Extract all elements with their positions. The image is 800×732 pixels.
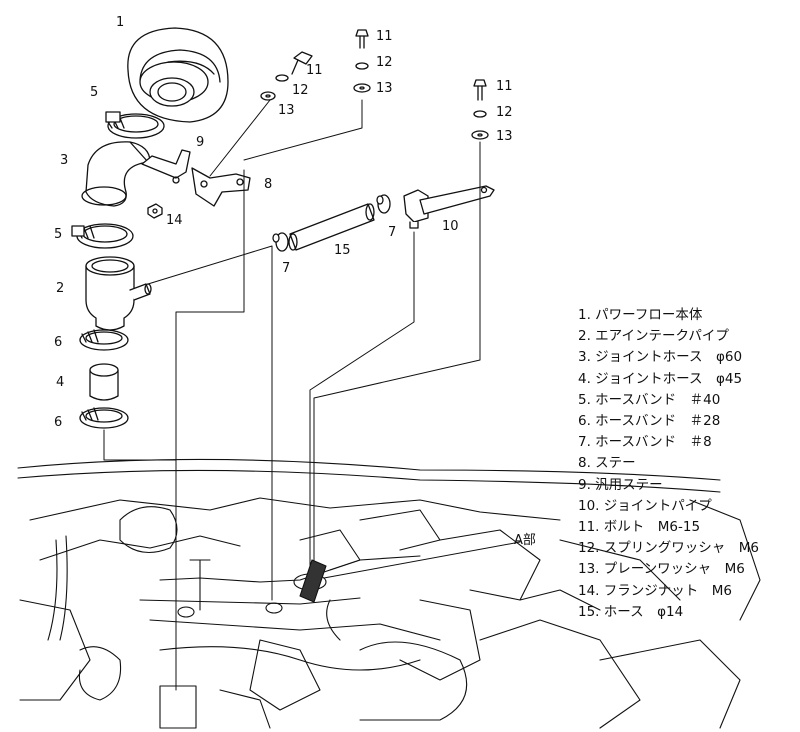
parts-list-item: 6. ホースバンド ＃28 — [578, 413, 721, 430]
callout-7-right: 7 — [388, 225, 396, 240]
parts-list-item: 3. ジョイントホース φ60 — [578, 349, 743, 366]
hose-band-8-left — [272, 232, 289, 252]
engine-bay-drawing — [17, 458, 761, 729]
parts-list-item: 2. エアインテークパイプ — [578, 328, 729, 345]
stay-bracket — [191, 167, 251, 207]
parts-list-item: 7. ホースバンド ＃8 — [578, 434, 712, 451]
parts-list-item: 10. ジョイントパイプ — [578, 497, 712, 514]
callout-7-left: 7 — [282, 261, 290, 276]
callout-13-right: 13 — [496, 129, 513, 144]
callout-13-middle: 13 — [376, 81, 393, 96]
parts-list-item: 1. パワーフロー本体 — [578, 307, 703, 323]
callout-10: 10 — [442, 219, 459, 234]
hose-band-28-lower — [79, 407, 129, 429]
callout-11-left: 11 — [306, 63, 323, 78]
callout-3: 3 — [60, 153, 68, 168]
callout-15: 15 — [334, 243, 351, 258]
callout-11-middle: 11 — [376, 29, 393, 44]
hose-14 — [288, 203, 375, 251]
callout-12-left: 12 — [292, 83, 309, 98]
parts-list-item: 13. プレーンワッシャ M6 — [578, 561, 745, 578]
parts-list: 1. パワーフロー本体 2. エアインテークパイプ 3. ジョイントホース φ60 4… — [578, 305, 759, 623]
callout-5-upper: 5 — [90, 85, 98, 100]
callout-14: 14 — [166, 213, 183, 228]
hose-band-28-upper — [79, 329, 129, 351]
detail-a-label: A部 — [514, 533, 536, 548]
parts-list-item: 9. 汎用ステー — [578, 476, 663, 493]
parts-list-item: 15. ホース φ14 — [578, 603, 684, 620]
bolt-set-left — [260, 51, 313, 101]
flange-nut — [147, 203, 163, 219]
parts-list-item: 12. スプリングワッシャ M6 — [578, 540, 759, 557]
callout-9: 9 — [196, 135, 204, 150]
parts-list-item: 14. フランジナット M6 — [578, 582, 732, 599]
bolt-set-right — [471, 79, 489, 140]
joint-hose-45 — [89, 363, 119, 401]
hose-band-8-right — [376, 194, 391, 214]
universal-stay — [141, 149, 191, 184]
callout-1: 1 — [116, 15, 124, 30]
joint-hose-60 — [81, 141, 151, 207]
parts-list-item: 11. ボルト M6-15 — [578, 519, 701, 536]
callout-12-right: 12 — [496, 105, 513, 120]
joint-pipe — [403, 185, 495, 229]
callout-6-lower: 6 — [54, 415, 62, 430]
bolt-set-middle — [353, 29, 371, 93]
callout-2: 2 — [56, 281, 64, 296]
callout-labels: 1 5 3 9 14 8 5 2 6 4 6 11 12 13 11 12 13… — [54, 15, 536, 548]
parts-list-item: 5. ホースバンド ＃40 — [578, 391, 721, 408]
callout-12-middle: 12 — [376, 55, 393, 70]
parts-list-item: 4. ジョイントホース φ45 — [578, 370, 743, 387]
callout-4: 4 — [56, 375, 64, 390]
callout-5-lower: 5 — [54, 227, 62, 242]
power-flow-body — [127, 27, 229, 123]
callout-6-upper: 6 — [54, 335, 62, 350]
parts-list-item: 8. ステー — [578, 455, 636, 472]
air-intake-pipe — [85, 256, 152, 331]
hose-band-40-lower — [71, 223, 134, 249]
callout-11-right: 11 — [496, 79, 513, 94]
callout-13-left: 13 — [278, 103, 295, 118]
callout-8: 8 — [264, 177, 272, 192]
hose-band-40-upper — [105, 111, 165, 139]
